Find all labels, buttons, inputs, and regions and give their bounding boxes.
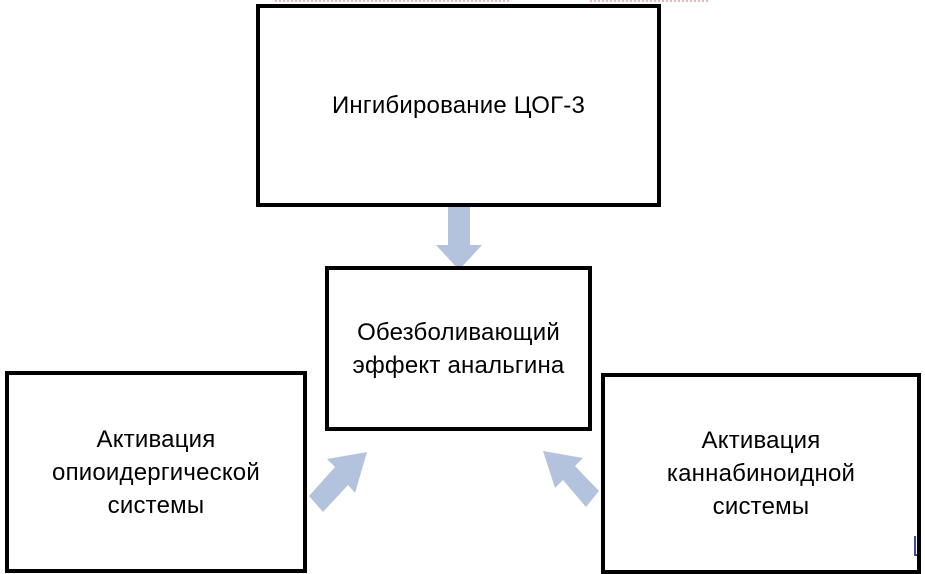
node-cannabinoid-activation: Активация каннабиноидной системы — [601, 373, 921, 574]
top-edge-artifact — [275, 0, 510, 2]
arrow-top-to-center — [436, 207, 482, 270]
node-opioidergic-activation: Активация опиоидергической системы — [5, 371, 307, 573]
corner-artifact — [914, 536, 917, 556]
arrow-right-to-center — [543, 451, 599, 507]
node-cox3-inhibition: Ингибирование ЦОГ-3 — [256, 4, 661, 207]
arrow-left-to-center — [309, 452, 367, 512]
top-edge-artifact-2 — [590, 0, 710, 2]
node-label: Ингибирование ЦОГ-3 — [331, 92, 586, 119]
node-label: Обезболивающий эффект анальгина — [352, 318, 565, 379]
node-analgesic-effect: Обезболивающий эффект анальгина — [325, 266, 592, 431]
node-label: Активация опиоидергической системы — [52, 425, 260, 519]
node-label: Активация каннабиноидной системы — [666, 427, 856, 520]
